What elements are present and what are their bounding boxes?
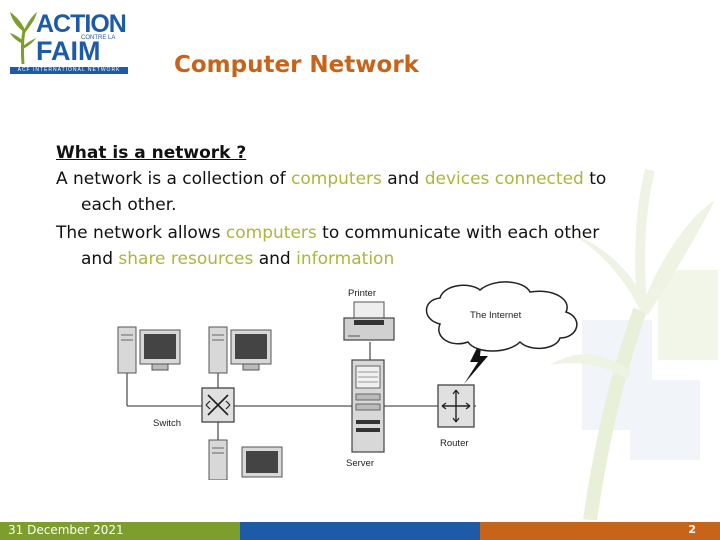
- server-icon: [351, 359, 385, 453]
- printer-icon: [343, 301, 395, 341]
- logo-text-action: ACTION: [36, 10, 127, 38]
- workstation-2: [208, 326, 272, 374]
- workstation-1: [117, 326, 181, 374]
- highlight-computers: computers: [291, 169, 382, 189]
- footer-date: 31 December 2021: [8, 523, 124, 537]
- paragraph-definition: A network is a collection of computers a…: [56, 166, 616, 218]
- logo-text-contre: CONTRE LA: [80, 35, 117, 41]
- router-icon: [437, 384, 475, 428]
- logo-text-faim: FAIM: [36, 36, 101, 66]
- slide-title: Computer Network: [174, 52, 419, 78]
- logo-network-band: ACF INTERNATIONAL NETWORK: [10, 67, 128, 74]
- highlight-share-resources: share resources: [118, 249, 254, 269]
- paragraph-purpose: The network allows computers to communic…: [56, 220, 616, 272]
- server-label: Server: [346, 458, 374, 469]
- question-heading: What is a network ?: [56, 143, 247, 163]
- network-diagram: Switch Printer Server Router The Interne…: [117, 281, 578, 480]
- highlight-connected: connected: [494, 169, 584, 189]
- footer-segment-green: [0, 522, 240, 540]
- printer-label: Printer: [348, 288, 376, 299]
- footer-bar: 31 December 2021 2: [0, 522, 720, 540]
- text-fragment: to each other.: [81, 169, 607, 215]
- internet-cloud-icon: [425, 281, 578, 352]
- highlight-devices: devices: [424, 169, 490, 189]
- internet-label: The Internet: [470, 310, 522, 321]
- workstation-3: [208, 439, 283, 480]
- highlight-computers-2: computers: [225, 223, 317, 243]
- text-fragment: and: [253, 249, 297, 269]
- footer-segment-orange: [480, 522, 720, 540]
- slide-body: What is a network ? A network is a colle…: [56, 140, 616, 274]
- router-label: Router: [440, 438, 469, 449]
- text-fragment: The network allows: [56, 223, 226, 243]
- background-plant-decoration: [550, 168, 718, 520]
- text-fragment: A network is a collection of: [56, 169, 292, 189]
- footer-segment-blue: [240, 522, 480, 540]
- text-fragment: and: [381, 169, 425, 189]
- highlight-information: information: [296, 249, 395, 269]
- lightning-link-icon: [464, 338, 488, 384]
- text-fragment: to communicate with each other and: [81, 223, 600, 269]
- page-number: 2: [688, 523, 696, 536]
- plant-logo-icon: [10, 12, 37, 65]
- action-contre-la-faim-logo: ACTION FAIM CONTRE LA ACF INTERNATIONAL …: [8, 8, 130, 74]
- switch-icon: [201, 387, 235, 423]
- switch-label: Switch: [153, 418, 181, 429]
